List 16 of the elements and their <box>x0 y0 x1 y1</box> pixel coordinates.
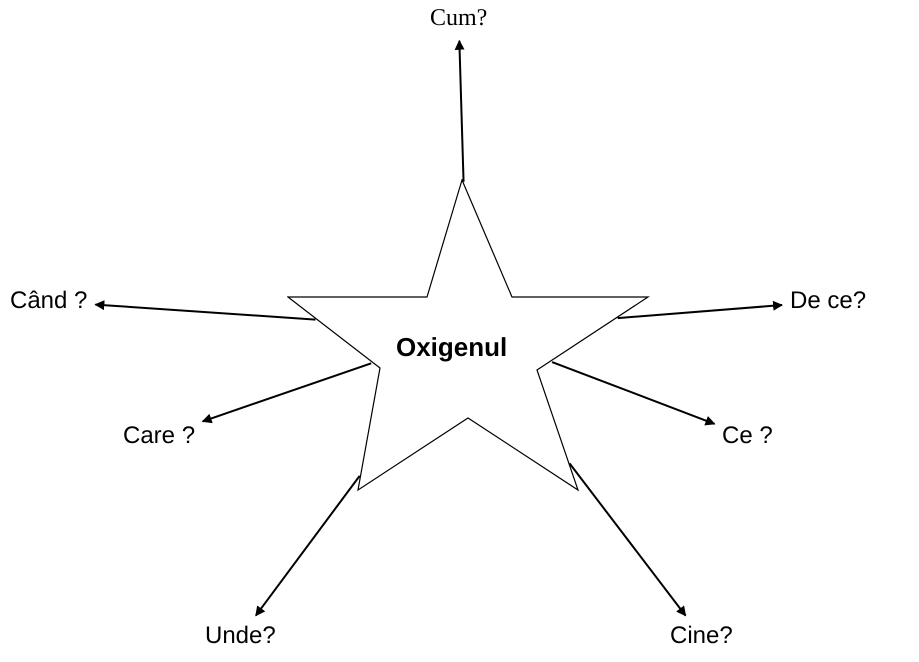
arrow <box>454 40 465 182</box>
question-label: Cine? <box>670 622 733 651</box>
star-label: Oxigenul <box>396 332 508 364</box>
arrow <box>202 362 372 424</box>
question-label: Cum? <box>430 4 488 33</box>
arrow <box>552 361 716 426</box>
question-label: Ce ? <box>722 422 773 451</box>
question-label: Unde? <box>205 622 276 651</box>
question-label: Când ? <box>10 287 88 316</box>
arrow <box>94 300 316 321</box>
arrow <box>568 462 686 616</box>
arrow <box>255 475 360 616</box>
question-label: Care ? <box>123 422 196 451</box>
question-label: De ce? <box>790 287 866 316</box>
star-shape <box>287 179 650 492</box>
arrow <box>618 300 784 320</box>
